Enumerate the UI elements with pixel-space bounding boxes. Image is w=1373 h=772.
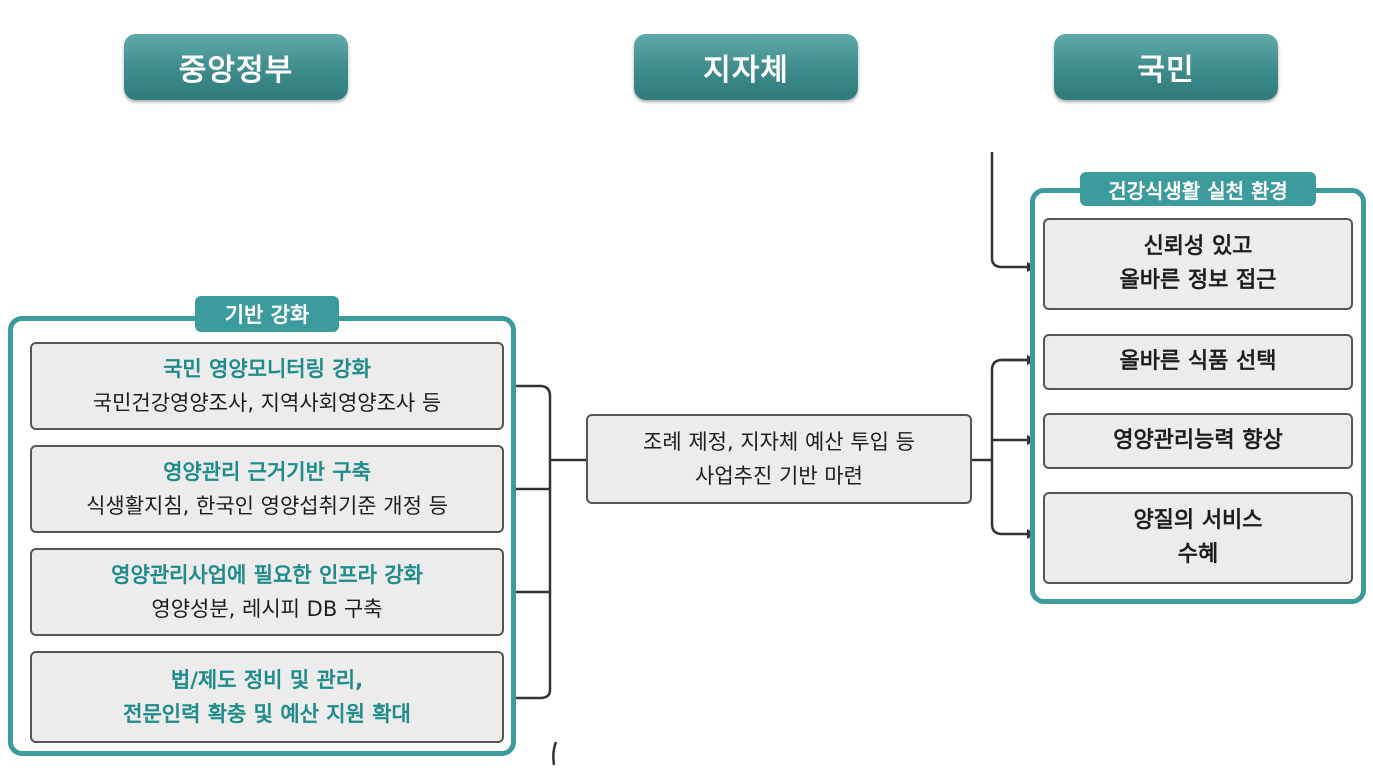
foundation-item-evidence: 영양관리 근거기반 구축 식생활지침, 한국인 영양섭취기준 개정 등 xyxy=(30,445,504,533)
stray-mark xyxy=(552,741,558,766)
foundation-item-title-line1: 법/제도 정비 및 관리, xyxy=(170,668,364,692)
arrow-to-reliable-info xyxy=(990,152,1037,272)
local-box-line1: 조례 제정, 지자체 예산 투입 등 xyxy=(643,430,915,454)
foundation-group-title: 기반 강화 xyxy=(195,296,339,332)
environment-item-line1: 양질의 서비스 xyxy=(1133,508,1263,533)
foundation-item-infrastructure: 영양관리사업에 필요한 인프라 강화 영양성분, 레시피 DB 구축 xyxy=(30,548,504,636)
environment-item-line2: 수혜 xyxy=(1177,542,1219,567)
foundation-item-detail: 식생활지침, 한국인 영양섭취기준 개정 등 xyxy=(86,494,448,518)
foundation-item-title-line2: 전문인력 확충 및 예산 지원 확대 xyxy=(123,702,411,726)
environment-group-title: 건강식생활 실천 환경 xyxy=(1080,172,1316,206)
header-central-government: 중앙정부 xyxy=(124,34,348,100)
environment-item-reliable-info: 신뢰성 있고 올바른 정보 접근 xyxy=(1043,218,1353,310)
foundation-item-title: 영양관리사업에 필요한 인프라 강화 xyxy=(111,563,423,587)
foundation-item-detail: 국민건강영양조사, 지역사회영양조사 등 xyxy=(92,391,442,415)
header-local-government: 지자체 xyxy=(634,34,858,100)
connector-foundation-1 xyxy=(503,384,552,700)
environment-item-line1: 신뢰성 있고 xyxy=(1143,234,1253,259)
environment-item-line1: 올바른 식품 선택 xyxy=(1119,349,1277,374)
environment-item-line1: 영양관리능력 향상 xyxy=(1113,428,1283,453)
foundation-item-title: 국민 영양모니터링 강화 xyxy=(163,357,371,381)
environment-item-line2: 올바른 정보 접근 xyxy=(1119,268,1277,293)
foundation-item-detail: 영양성분, 레시피 DB 구축 xyxy=(151,597,383,621)
foundation-item-legal: 법/제도 정비 및 관리, 전문인력 확충 및 예산 지원 확대 xyxy=(30,651,504,743)
local-government-box: 조례 제정, 지자체 예산 투입 등 사업추진 기반 마련 xyxy=(586,414,972,504)
foundation-item-monitoring: 국민 영양모니터링 강화 국민건강영양조사, 지역사회영양조사 등 xyxy=(30,342,504,430)
local-box-line2: 사업추진 기반 마련 xyxy=(695,464,863,488)
environment-item-nutrition-ability: 영양관리능력 향상 xyxy=(1043,413,1353,469)
foundation-item-title: 영양관리 근거기반 구축 xyxy=(163,460,371,484)
environment-item-food-choice: 올바른 식품 선택 xyxy=(1043,334,1353,390)
connector-right-bracket xyxy=(990,358,1037,539)
environment-item-quality-service: 양질의 서비스 수혜 xyxy=(1043,492,1353,584)
header-citizens: 국민 xyxy=(1054,34,1278,100)
